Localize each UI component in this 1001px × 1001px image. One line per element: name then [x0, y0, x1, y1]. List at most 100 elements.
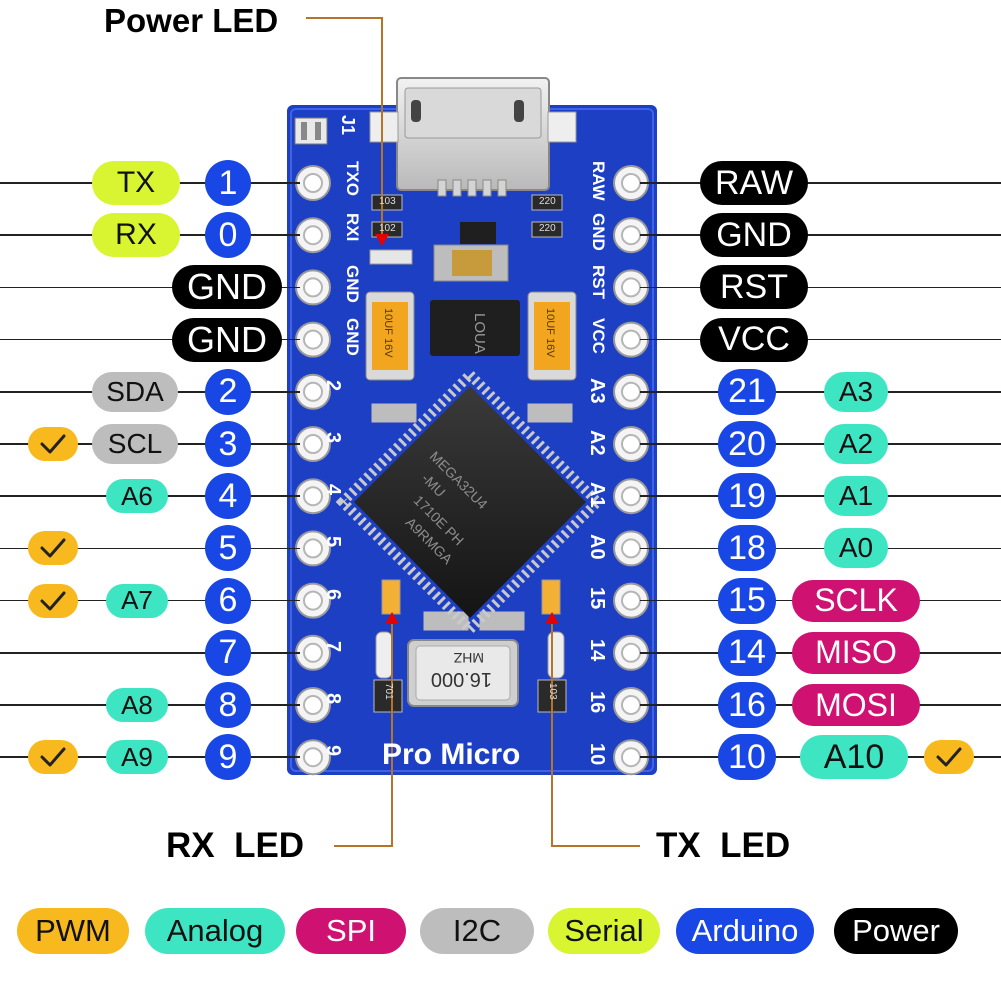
pin-label-sda: SDA	[92, 371, 178, 412]
pin-label-gnd: GND	[172, 265, 282, 310]
arduino-pin-18: 18	[718, 525, 776, 572]
pwm-marker	[28, 583, 78, 618]
tx-led	[541, 579, 561, 615]
right-pad	[613, 582, 649, 619]
left-pad	[295, 634, 331, 671]
pin-label-tx: TX	[92, 161, 180, 205]
silk-left-3: 3	[322, 432, 344, 444]
left-pad	[295, 426, 331, 462]
legend-pwm: PWM	[17, 908, 129, 954]
left-pad	[295, 478, 331, 515]
resistor-code: 103	[379, 196, 396, 207]
silk-left-txo: TXO	[343, 161, 362, 196]
right-pin-leader	[640, 338, 1001, 341]
pin-label-a0: A0	[824, 528, 888, 569]
silk-right-a0: A0	[586, 534, 608, 560]
rx-led	[381, 579, 401, 615]
arduino-pin-0: 0	[205, 212, 251, 259]
left-pin-leader	[0, 652, 300, 654]
right-pin-leader	[640, 286, 1001, 289]
arduino-pin-1: 1	[205, 160, 251, 206]
right-pad	[613, 687, 649, 723]
pin-label-vcc: VCC	[700, 317, 808, 362]
arduino-pin-19: 19	[718, 473, 776, 520]
power-led-leader	[306, 17, 383, 242]
right-pin-leader	[640, 443, 1001, 445]
resistor-code: 102	[379, 223, 396, 234]
resistor-code: 220	[539, 196, 556, 207]
regulator-marking: LOUA	[471, 313, 488, 354]
right-pad	[613, 321, 649, 358]
tx-led-callout: TX LED	[656, 826, 791, 865]
right-pad	[613, 634, 649, 671]
j1-label: J1	[338, 115, 358, 136]
crystal-marking-sub: MHZ	[453, 650, 484, 666]
pwm-marker	[28, 740, 78, 775]
right-pin-leader	[640, 547, 1001, 550]
usb-pads	[437, 179, 507, 197]
silk-right-14: 14	[586, 638, 608, 662]
arduino-pin-21: 21	[718, 368, 776, 415]
silk-left-6: 6	[322, 588, 344, 600]
pin-label-a2: A2	[824, 424, 888, 464]
pin-label-mosi: MOSI	[792, 684, 920, 726]
legend-i2c: I2C	[420, 908, 534, 954]
right-pin-leader	[640, 234, 1001, 236]
silk-right-16: 16	[586, 691, 608, 714]
silk-left-rxi: RXI	[343, 213, 362, 242]
right-pad	[613, 426, 649, 462]
pin-label-sclk: SCLK	[792, 579, 920, 622]
regulator	[430, 300, 520, 356]
silk-left-4: 4	[322, 484, 344, 496]
silk-right-a2: A2	[586, 430, 608, 456]
pin-label-miso: MISO	[792, 631, 920, 674]
left-pad	[295, 321, 331, 358]
power-led-callout: Power LED	[104, 2, 279, 39]
right-pin-leader	[640, 391, 1001, 393]
arduino-pin-15: 15	[718, 577, 776, 624]
left-pad	[295, 687, 331, 723]
silk-left-7: 7	[322, 640, 344, 652]
right-pad	[613, 478, 649, 515]
left-pad	[295, 269, 331, 306]
rx-led-callout: RX LED	[166, 826, 305, 865]
arduino-pin-9: 9	[205, 734, 251, 781]
legend-serial: Serial	[548, 908, 660, 954]
pin-label-gnd: GND	[172, 317, 282, 362]
silk-right-a1: A1	[586, 482, 608, 508]
legend-arduino: Arduino	[676, 908, 814, 954]
silk-left-2: 2	[322, 379, 344, 391]
silk-right-a3: A3	[586, 377, 608, 404]
left-pad	[295, 582, 331, 619]
arduino-pin-8: 8	[205, 682, 251, 728]
pin-label-rx: RX	[92, 213, 180, 258]
silk-right-10: 10	[586, 743, 608, 766]
silk-right-raw: RAW	[589, 161, 608, 201]
arduino-pin-5: 5	[205, 525, 251, 572]
legend-analog: Analog	[145, 908, 285, 954]
rx-led-leader	[334, 616, 393, 847]
silk-right-rst: RST	[589, 265, 608, 300]
j1-jumper	[294, 117, 328, 145]
power-led	[369, 249, 413, 265]
resistor-code: 220	[539, 223, 556, 234]
capacitor-right-marking: 10UF 16V	[544, 308, 556, 358]
pwm-marker	[28, 531, 78, 566]
left-pad	[295, 373, 331, 410]
pin-label-a8: A8	[106, 688, 168, 722]
legend-power: Power	[834, 908, 958, 954]
arduino-pin-14: 14	[718, 629, 776, 676]
arduino-pin-7: 7	[205, 629, 251, 676]
silk-left-gnd: GND	[343, 317, 362, 356]
left-pad	[295, 165, 331, 201]
pin-label-raw: RAW	[700, 161, 808, 205]
pin-label-a1: A1	[824, 476, 888, 517]
right-pad	[613, 269, 649, 306]
tx-led-leader	[551, 616, 640, 847]
resistor-code: 103	[547, 683, 558, 700]
left-pin-leader	[0, 286, 300, 289]
silk-right-15: 15	[586, 586, 608, 609]
pwm-marker	[28, 427, 78, 461]
arduino-pin-20: 20	[718, 421, 776, 467]
